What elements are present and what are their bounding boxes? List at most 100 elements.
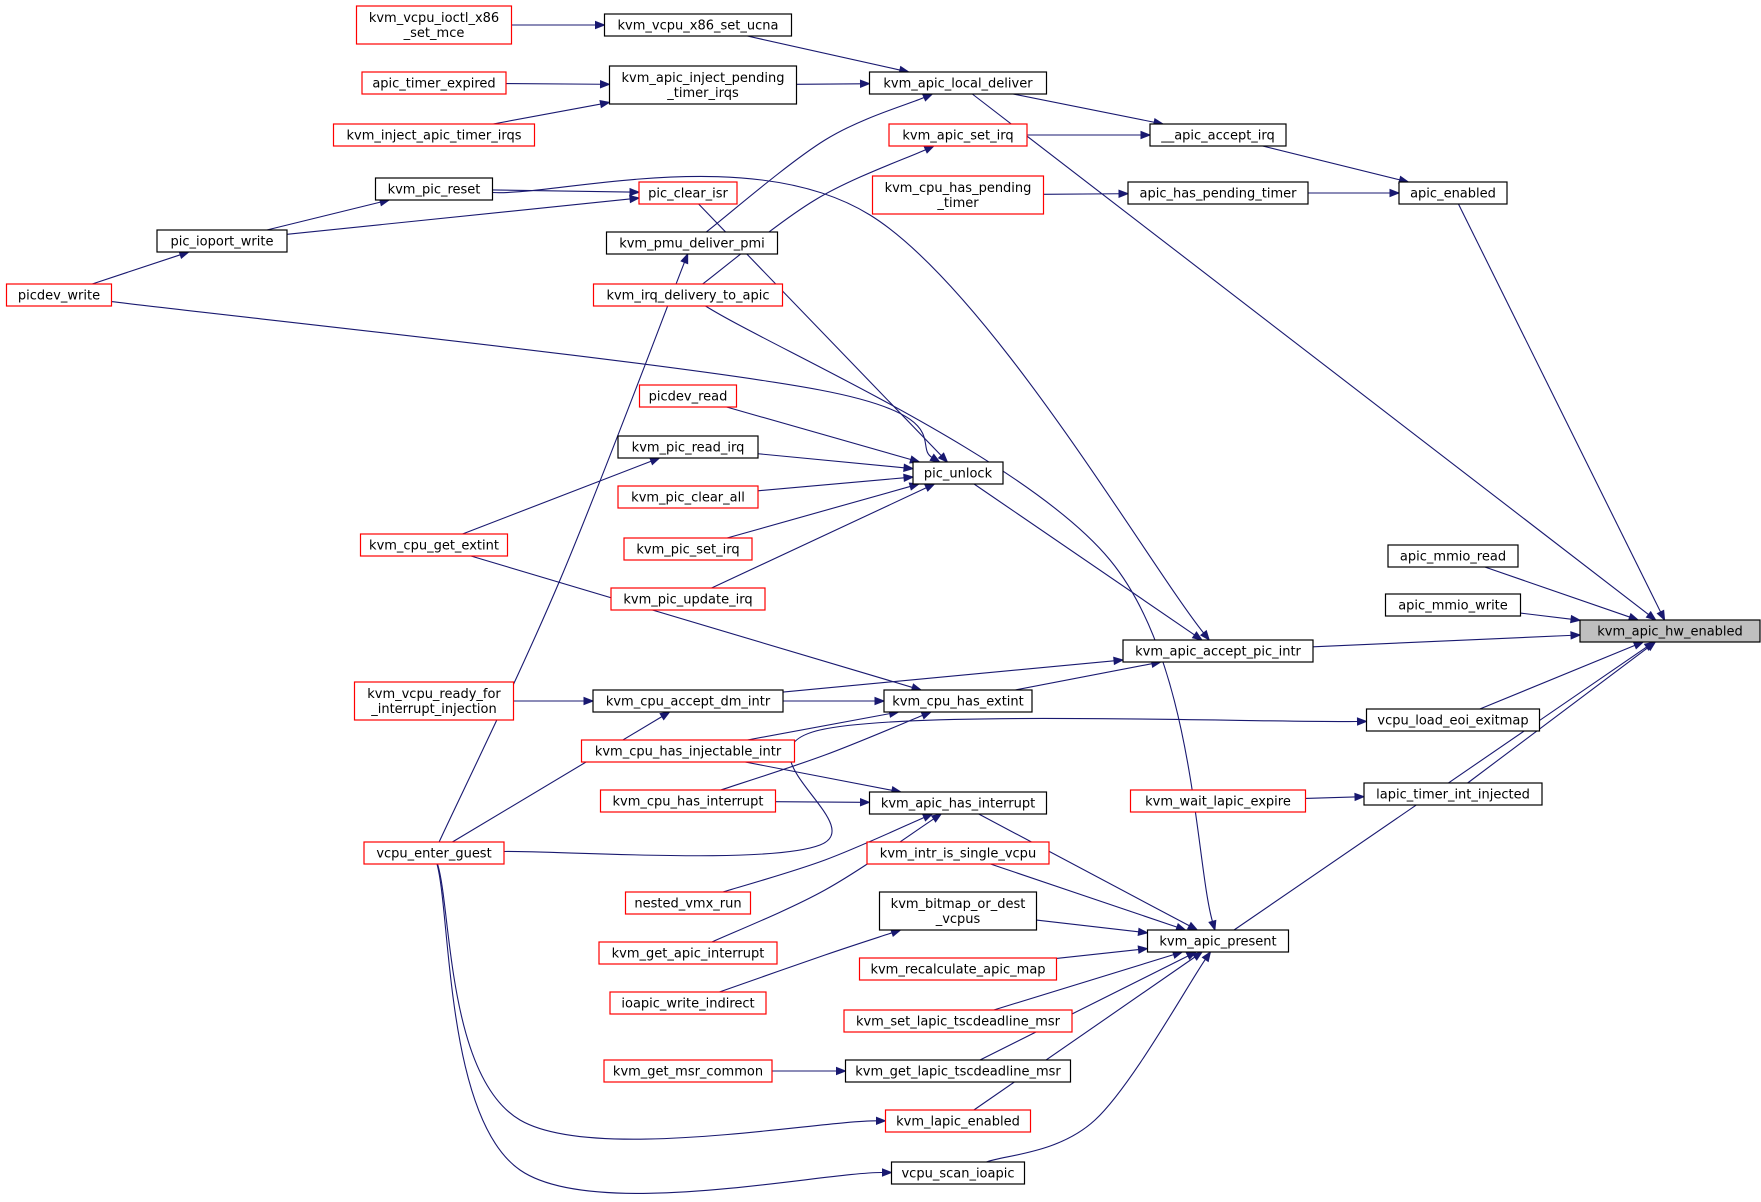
node-pic_clear_isr[interactable]: pic_clear_isr	[638, 181, 738, 205]
node-box[interactable]	[912, 461, 1004, 485]
node-kvm_apic_hw_enabled[interactable]: kvm_apic_hw_enabled	[1579, 619, 1761, 643]
node-box[interactable]	[878, 891, 1038, 931]
node-box[interactable]	[355, 5, 513, 45]
node-box[interactable]	[603, 1059, 773, 1083]
node-ioapic_write_indirect[interactable]: ioapic_write_indirect	[609, 991, 767, 1015]
node-box[interactable]	[610, 587, 766, 611]
node-lapic_timer_int_injected[interactable]: lapic_timer_int_injected	[1363, 782, 1543, 806]
node-box[interactable]	[332, 123, 536, 147]
node-kvm_cpu_has_pending_timer[interactable]: kvm_cpu_has_pending_timer	[871, 175, 1045, 215]
node-box[interactable]	[890, 1161, 1026, 1185]
node-box[interactable]	[1387, 544, 1519, 568]
node-kvm_get_msr_common[interactable]: kvm_get_msr_common	[603, 1059, 773, 1083]
node-vcpu_enter_guest[interactable]: vcpu_enter_guest	[363, 841, 505, 865]
node-box[interactable]	[1146, 929, 1290, 953]
node-box[interactable]	[617, 485, 759, 509]
node-kvm_get_apic_interrupt[interactable]: kvm_get_apic_interrupt	[598, 941, 778, 965]
node-box[interactable]	[883, 689, 1033, 713]
node-box[interactable]	[1365, 708, 1541, 732]
node-kvm_pic_set_irq[interactable]: kvm_pic_set_irq	[623, 537, 753, 561]
node-kvm_get_lapic_tscdeadline_msr[interactable]: kvm_get_lapic_tscdeadline_msr	[844, 1059, 1072, 1083]
node-kvm_apic_present[interactable]: kvm_apic_present	[1146, 929, 1290, 953]
node-apic_mmio_write[interactable]: apic_mmio_write	[1384, 593, 1522, 617]
node-kvm_apic_set_irq[interactable]: kvm_apic_set_irq	[888, 123, 1028, 147]
node-apic_timer_expired[interactable]: apic_timer_expired	[361, 71, 507, 95]
node-box[interactable]	[603, 13, 793, 37]
node-box[interactable]	[843, 1009, 1073, 1033]
node-kvm_wait_lapic_expire[interactable]: kvm_wait_lapic_expire	[1129, 789, 1307, 813]
node-box[interactable]	[858, 957, 1058, 981]
node-box[interactable]	[156, 229, 288, 253]
node-box[interactable]	[580, 739, 796, 763]
node-kvm_pic_update_irq[interactable]: kvm_pic_update_irq	[610, 587, 766, 611]
node-box[interactable]	[1149, 123, 1287, 147]
node-picdev_read[interactable]: picdev_read	[638, 384, 738, 408]
node-kvm_cpu_has_interrupt[interactable]: kvm_cpu_has_interrupt	[599, 789, 777, 813]
node-kvm_vcpu_ioctl_x86_set_mce[interactable]: kvm_vcpu_ioctl_x86_set_mce	[355, 5, 513, 45]
node-box[interactable]	[1398, 181, 1508, 205]
node-nested_vmx_run[interactable]: nested_vmx_run	[624, 891, 752, 915]
node-kvm_cpu_get_extint[interactable]: kvm_cpu_get_extint	[359, 533, 509, 557]
node-kvm_pic_reset[interactable]: kvm_pic_reset	[374, 177, 494, 201]
node-box[interactable]	[1363, 782, 1543, 806]
node-pic_unlock[interactable]: pic_unlock	[912, 461, 1004, 485]
node-box[interactable]	[1384, 593, 1522, 617]
node-box[interactable]	[617, 435, 759, 459]
node-kvm_inject_apic_timer_irqs[interactable]: kvm_inject_apic_timer_irqs	[332, 123, 536, 147]
node-box[interactable]	[353, 681, 515, 721]
node-box[interactable]	[623, 537, 753, 561]
node-box[interactable]	[361, 71, 507, 95]
node-kvm_recalculate_apic_map[interactable]: kvm_recalculate_apic_map	[858, 957, 1058, 981]
node-box[interactable]	[609, 991, 767, 1015]
node-kvm_set_lapic_tscdeadline_msr[interactable]: kvm_set_lapic_tscdeadline_msr	[843, 1009, 1073, 1033]
node-box[interactable]	[592, 283, 784, 307]
node-box[interactable]	[866, 841, 1050, 865]
node-box[interactable]	[638, 181, 738, 205]
node-kvm_vcpu_x86_set_ucna[interactable]: kvm_vcpu_x86_set_ucna	[603, 13, 793, 37]
node-kvm_intr_is_single_vcpu[interactable]: kvm_intr_is_single_vcpu	[866, 841, 1050, 865]
node-apic_enabled[interactable]: apic_enabled	[1398, 181, 1508, 205]
node-box[interactable]	[374, 177, 494, 201]
node-box[interactable]	[1127, 181, 1309, 205]
node-box[interactable]	[868, 71, 1048, 95]
node-box[interactable]	[844, 1059, 1072, 1083]
node-apic_has_pending_timer[interactable]: apic_has_pending_timer	[1127, 181, 1309, 205]
node-kvm_pic_read_irq[interactable]: kvm_pic_read_irq	[617, 435, 759, 459]
node-box[interactable]	[871, 175, 1045, 215]
node-box[interactable]	[359, 533, 509, 557]
node-box[interactable]	[888, 123, 1028, 147]
node-picdev_write[interactable]: picdev_write	[5, 283, 113, 307]
node-box[interactable]	[592, 689, 784, 713]
node-kvm_cpu_has_extint[interactable]: kvm_cpu_has_extint	[883, 689, 1033, 713]
node-kvm_apic_has_interrupt[interactable]: kvm_apic_has_interrupt	[868, 791, 1048, 815]
node-box[interactable]	[363, 841, 505, 865]
node-pic_ioport_write[interactable]: pic_ioport_write	[156, 229, 288, 253]
node-kvm_cpu_accept_dm_intr[interactable]: kvm_cpu_accept_dm_intr	[592, 689, 784, 713]
node-box[interactable]	[599, 789, 777, 813]
node-box[interactable]	[868, 791, 1048, 815]
node-box[interactable]	[1129, 789, 1307, 813]
node-vcpu_load_eoi_exitmap[interactable]: vcpu_load_eoi_exitmap	[1365, 708, 1541, 732]
node-box[interactable]	[608, 65, 798, 105]
node-kvm_apic_local_deliver[interactable]: kvm_apic_local_deliver	[868, 71, 1048, 95]
node-apic_accept_irq[interactable]: __apic_accept_irq	[1149, 123, 1287, 147]
node-kvm_apic_inject_pending_timer_irqs[interactable]: kvm_apic_inject_pending_timer_irqs	[608, 65, 798, 105]
node-kvm_cpu_has_injectable_intr[interactable]: kvm_cpu_has_injectable_intr	[580, 739, 796, 763]
node-box[interactable]	[5, 283, 113, 307]
node-kvm_pmu_deliver_pmi[interactable]: kvm_pmu_deliver_pmi	[605, 231, 779, 255]
node-box[interactable]	[624, 891, 752, 915]
node-box[interactable]	[1122, 639, 1314, 663]
node-apic_mmio_read[interactable]: apic_mmio_read	[1387, 544, 1519, 568]
node-box[interactable]	[638, 384, 738, 408]
node-box[interactable]	[605, 231, 779, 255]
node-box[interactable]	[598, 941, 778, 965]
node-box[interactable]	[884, 1109, 1032, 1133]
node-vcpu_scan_ioapic[interactable]: vcpu_scan_ioapic	[890, 1161, 1026, 1185]
node-kvm_irq_delivery_to_apic[interactable]: kvm_irq_delivery_to_apic	[592, 283, 784, 307]
node-kvm_pic_clear_all[interactable]: kvm_pic_clear_all	[617, 485, 759, 509]
node-kvm_lapic_enabled[interactable]: kvm_lapic_enabled	[884, 1109, 1032, 1133]
node-kvm_bitmap_or_dest_vcpus[interactable]: kvm_bitmap_or_dest_vcpus	[878, 891, 1038, 931]
node-kvm_vcpu_ready_for_interrupt_injection[interactable]: kvm_vcpu_ready_for_interrupt_injection	[353, 681, 515, 721]
node-box[interactable]	[1579, 619, 1761, 643]
node-kvm_apic_accept_pic_intr[interactable]: kvm_apic_accept_pic_intr	[1122, 639, 1314, 663]
